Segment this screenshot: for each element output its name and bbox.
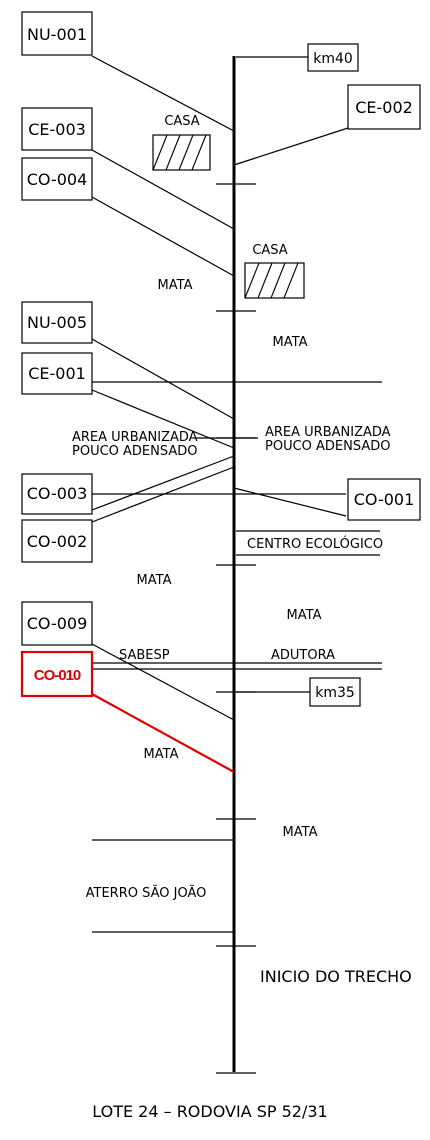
leader-line (91, 196, 235, 277)
pouco-adensado-label: POUCO ADENSADO (72, 444, 198, 459)
house-symbol-1 (152, 134, 211, 171)
code-label: NU-005 (27, 313, 87, 332)
code-box-nu005[interactable]: NU-005 (21, 301, 93, 344)
code-label: CO-002 (27, 532, 88, 551)
leader-line (91, 466, 235, 523)
footer-title: LOTE 24 – RODOVIA SP 52/31 (92, 1102, 327, 1121)
sabesp-label: SABESP (119, 648, 170, 663)
leader-line (91, 643, 235, 721)
code-label: CO-001 (354, 490, 415, 509)
code-label: NU-001 (27, 25, 87, 44)
highlight-leader-line (91, 693, 235, 773)
leader-line (233, 487, 347, 517)
mata-label: MATA (158, 278, 193, 293)
mata-label: MATA (273, 335, 308, 350)
code-label: CO-009 (27, 614, 88, 633)
casa-label: CASA (252, 243, 287, 258)
code-box-ce002[interactable]: CE-002 (347, 84, 421, 130)
code-label: CE-002 (355, 98, 413, 117)
code-label: km40 (313, 51, 353, 67)
area-urbanizada-label: AREA URBANIZADA (265, 425, 391, 440)
leader-line (233, 127, 349, 166)
code-box-km40[interactable]: km40 (307, 43, 359, 72)
code-box-co001[interactable]: CO-001 (347, 478, 421, 521)
leader-line (91, 149, 235, 230)
code-box-co009[interactable]: CO-009 (21, 601, 93, 646)
code-label: km35 (315, 685, 355, 701)
code-label: CO-004 (27, 170, 88, 189)
casa-label: CASA (164, 114, 199, 129)
mata-label: MATA (287, 608, 322, 623)
mata-label: MATA (144, 747, 179, 762)
code-box-ce003[interactable]: CE-003 (21, 107, 93, 151)
adutora-label: ADUTORA (271, 648, 335, 663)
aterro-label: ATERRO SÃO JOÃO (86, 885, 207, 901)
code-box-co003[interactable]: CO-003 (21, 473, 93, 515)
leader-line (91, 55, 235, 132)
code-label: CO-003 (27, 484, 88, 503)
code-box-co002[interactable]: CO-002 (21, 519, 93, 563)
mata-label: MATA (137, 573, 172, 588)
code-box-km35[interactable]: km35 (309, 677, 361, 707)
code-label: CE-001 (28, 364, 86, 383)
mata-label: MATA (283, 825, 318, 840)
code-box-ce001[interactable]: CE-001 (21, 352, 93, 395)
pouco-adensado-label: POUCO ADENSADO (265, 439, 391, 454)
area-urbanizada-label: AREA URBANIZADA (72, 430, 198, 445)
leader-line (91, 455, 235, 511)
inicio-do-trecho-label: INICIO DO TRECHO (260, 967, 412, 986)
leader-line (91, 338, 235, 420)
house-symbol-2 (244, 262, 305, 299)
code-box-co010-highlighted[interactable]: CO-010 (20, 650, 94, 698)
code-box-nu001[interactable]: NU-001 (21, 11, 93, 56)
code-label: CE-003 (28, 120, 86, 139)
code-label-highlighted: CO-010 (34, 667, 81, 684)
code-box-co004[interactable]: CO-004 (21, 157, 93, 201)
centro-ecologico-label: CENTRO ECOLÓGICO (247, 536, 383, 552)
